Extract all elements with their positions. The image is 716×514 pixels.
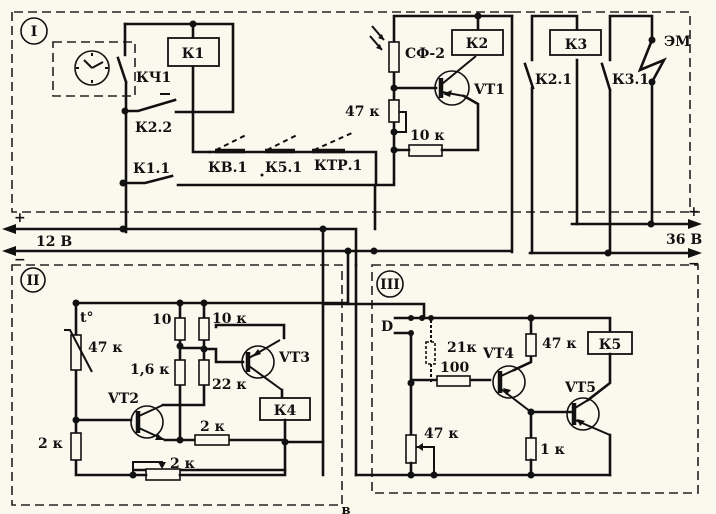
svg-text:К4: К4 [274, 403, 297, 419]
svg-text:10: 10 [152, 312, 172, 328]
relay-k1 [167, 37, 220, 67]
svg-text:22 к: 22 к [212, 377, 246, 393]
figure-letter: в [341, 503, 350, 514]
svg-text:К2.2: К2.2 [135, 120, 172, 136]
svg-text:К1: К1 [182, 46, 204, 62]
section-I: К1 КЧ1 К2.2 К1.1 КВ.1 К5.1 КТР.1 [52, 12, 691, 257]
transistor-vt3 [241, 339, 283, 391]
svg-text:D: D [381, 319, 393, 335]
resistor-47k [525, 333, 537, 357]
section-II-label: II [20, 267, 46, 293]
arrow-left-icon [2, 246, 16, 256]
rail-links [119, 225, 378, 477]
resistor-2k-mid [194, 434, 230, 446]
svg-text:21к: 21к [447, 340, 477, 356]
clock-icon [74, 50, 110, 86]
resistor-10 [174, 317, 186, 341]
svg-text:III: III [380, 277, 400, 293]
section-I-label: I [20, 17, 48, 45]
svg-text:47 к: 47 к [542, 336, 576, 352]
transistor-vt4 [492, 365, 532, 413]
clock-box [52, 41, 136, 97]
right-minus-sign: − [688, 256, 700, 272]
section-boxes [11, 11, 700, 506]
resistor-10k [408, 144, 443, 157]
right-plus-sign: + [688, 204, 700, 220]
left-minus-sign: − [14, 252, 26, 268]
section-III: D 21к 100 47 к К5 VT4 [321, 302, 633, 479]
svg-text:II: II [26, 273, 39, 289]
svg-text:К1.1: К1.1 [133, 161, 170, 177]
svg-text:К2.1: К2.1 [535, 72, 572, 88]
svg-text:VT3: VT3 [278, 350, 310, 366]
transistor-vt1 [434, 55, 477, 106]
svg-text:КТР.1: КТР.1 [314, 158, 362, 174]
resistor-2k-left [70, 432, 82, 461]
svg-text:2 к: 2 к [38, 436, 63, 452]
svg-text:VT4: VT4 [482, 346, 514, 362]
section-II: t° 47 к 10 1,6 к 10 к 22 к VT3 К4 [38, 299, 350, 481]
svg-text:ЭМ: ЭМ [664, 34, 691, 50]
transistor-vt5 [566, 397, 611, 436]
svg-text:47 к: 47 к [88, 340, 122, 356]
section-II-box [11, 264, 343, 506]
resistor-1-6k [174, 359, 186, 386]
svg-text:47 к: 47 к [424, 426, 458, 442]
arrow-right-icon [688, 219, 702, 229]
svg-text:2 к: 2 к [200, 419, 225, 435]
relay-k3 [549, 29, 602, 56]
relay-k2 [451, 29, 504, 56]
resistor-100 [436, 375, 471, 387]
left-plus-sign: + [14, 210, 26, 226]
resistor-10k [198, 317, 210, 341]
transistor-vt2 [130, 404, 166, 441]
svg-text:47 к: 47 к [345, 104, 379, 120]
svg-text:10 к: 10 к [212, 311, 246, 327]
svg-text:I: I [31, 24, 38, 40]
svg-text:К2: К2 [466, 36, 488, 52]
resistor-1k [525, 437, 537, 461]
light-rays-icon [369, 25, 385, 51]
svg-text:СФ-2: СФ-2 [405, 46, 445, 62]
section-III-label: III [376, 270, 404, 298]
svg-text:VT5: VT5 [564, 380, 596, 396]
power-rails [2, 219, 702, 267]
svg-text:К5: К5 [599, 337, 621, 353]
svg-text:VT1: VT1 [473, 82, 505, 98]
arrow-right-icon [688, 248, 702, 258]
voltage-36v-label: 36 В [666, 232, 702, 248]
voltage-12v-label: 12 В [36, 234, 72, 250]
resistor-47k [388, 99, 400, 123]
svg-text:К3: К3 [565, 37, 587, 53]
section-I-box [11, 11, 700, 213]
svg-text:КВ.1: КВ.1 [208, 160, 247, 176]
svg-text:10 к: 10 к [410, 128, 444, 144]
svg-text:t°: t° [80, 310, 93, 326]
photoresistor [388, 41, 400, 73]
svg-text:2 к: 2 к [170, 456, 195, 472]
arrow-left-icon [2, 224, 16, 234]
svg-text:1 к: 1 к [540, 442, 565, 458]
section-I-box-right [512, 11, 691, 212]
svg-text:1,6 к: 1,6 к [130, 362, 169, 378]
svg-text:К5.1: К5.1 [265, 160, 302, 176]
resistor-22k [198, 359, 210, 386]
svg-text:100: 100 [440, 360, 469, 376]
resistor-21k [425, 341, 436, 365]
electromagnet-coil [637, 36, 667, 228]
potentiometer-47k [405, 434, 417, 464]
section-III-box [371, 264, 699, 494]
svg-text:VT2: VT2 [107, 391, 139, 407]
svg-text:К3.1: К3.1 [612, 72, 649, 88]
svg-text:КЧ1: КЧ1 [136, 70, 171, 86]
